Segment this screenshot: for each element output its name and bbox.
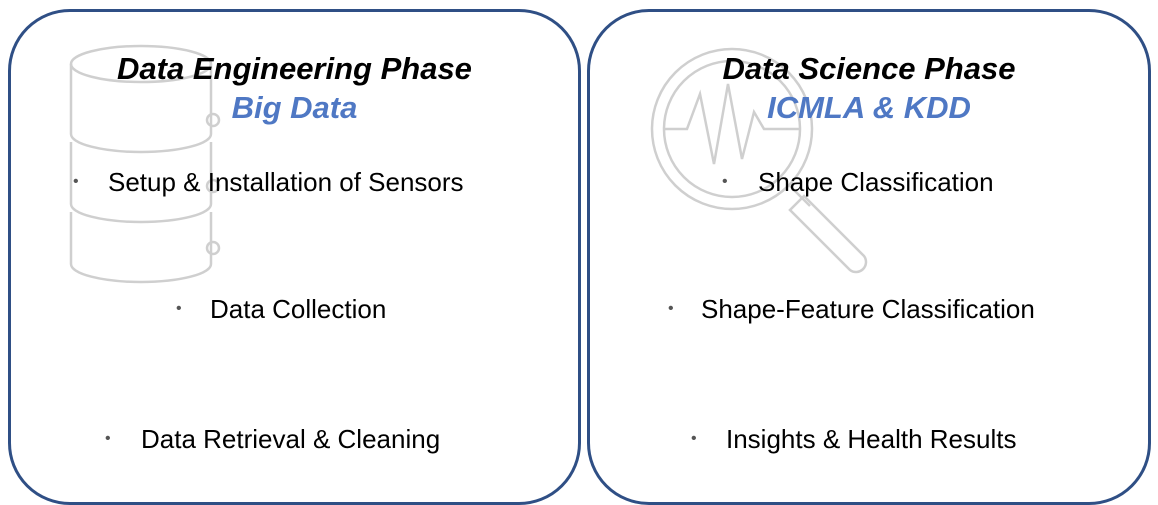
bullet-dot: • xyxy=(176,300,182,317)
bullet-dot: • xyxy=(73,173,79,190)
data-engineering-panel: Data Engineering Phase Big Data • Setup … xyxy=(8,9,581,505)
bullet-dot: • xyxy=(668,300,674,317)
list-item: Data Retrieval & Cleaning xyxy=(141,424,441,454)
list-item: Setup & Installation of Sensors xyxy=(108,167,464,197)
list-item: Insights & Health Results xyxy=(726,424,1017,454)
panel-title: Data Engineering Phase xyxy=(117,51,472,86)
panel-title: Data Science Phase xyxy=(722,51,1016,86)
bullet-dot: • xyxy=(105,430,111,447)
panel-subtitle: Big Data xyxy=(231,90,358,125)
bullet-dot: • xyxy=(722,173,728,190)
data-science-panel: Data Science Phase ICMLA & KDD • Shape C… xyxy=(587,9,1151,505)
list-item: Shape Classification xyxy=(758,167,994,197)
panel-subtitle: ICMLA & KDD xyxy=(767,90,971,125)
list-item: Data Collection xyxy=(210,294,387,324)
bullet-dot: • xyxy=(691,430,697,447)
list-item: Shape-Feature Classification xyxy=(701,294,1035,324)
